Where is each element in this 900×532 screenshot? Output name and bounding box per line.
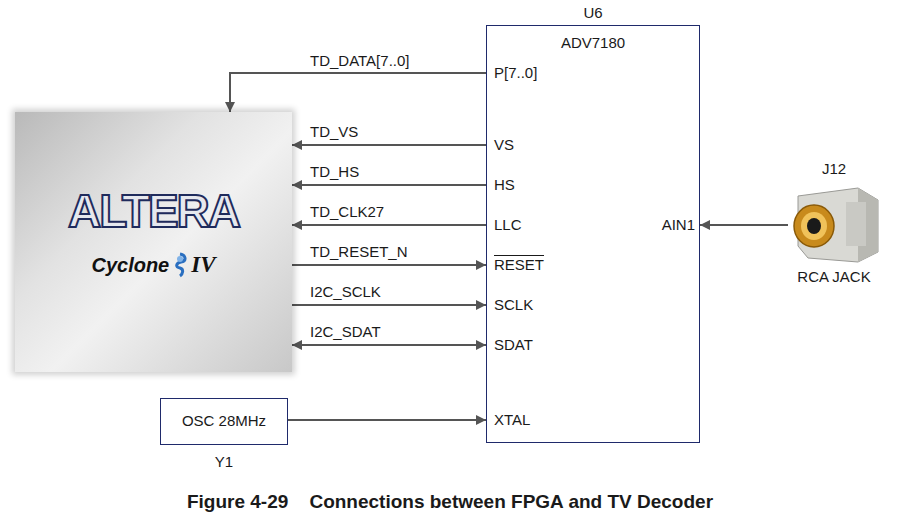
oscillator-box: OSC 28MHzY1 — [160, 398, 288, 445]
signal-wire — [292, 264, 486, 266]
jack-hole — [807, 218, 821, 234]
jack-ring-inner — [801, 212, 827, 240]
signal-wire — [292, 224, 486, 226]
jack-block — [846, 202, 866, 246]
signal-name: TD_RESET_N — [308, 243, 410, 261]
signal-wire — [292, 344, 486, 346]
figure-caption: Figure 4-29 Connections between FPGA and… — [0, 490, 900, 514]
signal-wire — [292, 144, 486, 146]
family-name: Cyclone — [91, 254, 169, 276]
rca-jack: J12RCA JACK — [788, 160, 880, 288]
pin-name: XTAL — [494, 411, 530, 429]
decoder-chip: U6ADV7180 — [486, 25, 700, 443]
pin-name: SDAT — [494, 336, 533, 354]
fpga-chip: ALTERA Cyclone IV — [15, 112, 292, 372]
pin-name: P[7..0] — [494, 64, 537, 82]
signal-name: TD_CLK27 — [308, 203, 386, 221]
jack-body — [798, 188, 878, 262]
family-version: IV — [191, 252, 215, 277]
signal-wire — [230, 73, 486, 112]
swirl-path — [177, 254, 185, 276]
swirl-icon — [171, 252, 189, 278]
signal-wire — [288, 419, 486, 421]
family-name-row: Cyclone IV — [15, 252, 292, 278]
pin-name: VS — [494, 136, 514, 154]
signal-name: TD_VS — [308, 123, 360, 141]
pin-name: HS — [494, 176, 515, 194]
signal-wire — [292, 184, 486, 186]
part-name: RCA JACK — [778, 268, 890, 286]
pin-name: LLC — [494, 216, 522, 234]
pin-name: AIN1 — [662, 216, 695, 234]
pin-name: RESET — [494, 256, 544, 274]
swirl-dot — [177, 256, 183, 262]
pin-name: SCLK — [494, 296, 533, 314]
jack-ring — [794, 205, 834, 247]
oscillator-name: OSC 28MHz — [161, 412, 287, 430]
signal-wire — [700, 224, 788, 226]
signal-name: TD_HS — [308, 163, 361, 181]
part-ref: J12 — [788, 160, 880, 178]
rca-jack-picture — [788, 182, 880, 266]
part-ref: Y1 — [161, 453, 287, 471]
part-name: ADV7180 — [487, 34, 699, 52]
signal-name: I2C_SCLK — [308, 283, 383, 301]
signal-wire — [292, 304, 486, 306]
signal-name: I2C_SDAT — [308, 323, 383, 341]
part-ref: U6 — [487, 4, 699, 22]
signal-name: TD_DATA[7..0] — [308, 52, 411, 70]
brand-logo: ALTERA — [15, 184, 292, 238]
